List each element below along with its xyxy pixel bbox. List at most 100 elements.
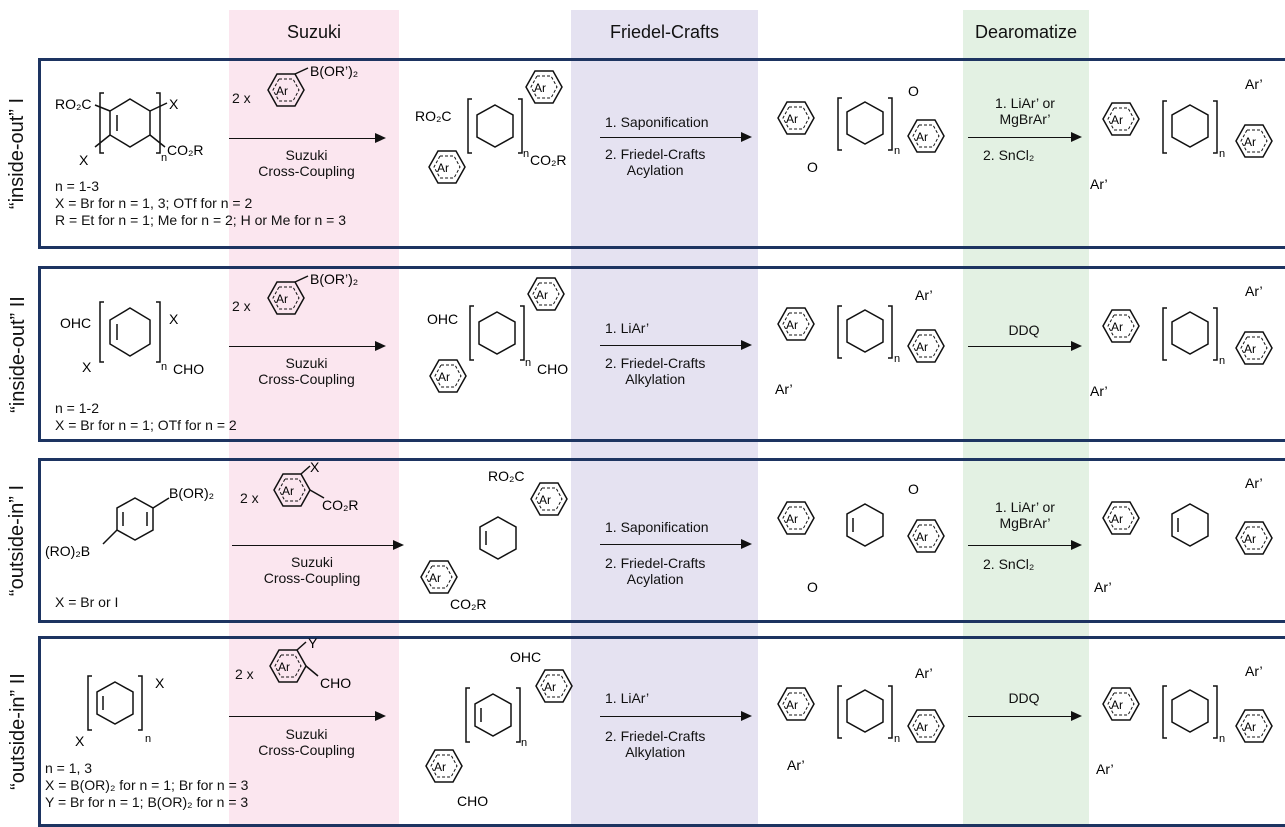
svg-text:(RO)₂B: (RO)₂B (45, 543, 90, 559)
row-box-outside-in-1 (38, 458, 1285, 623)
row2-fc-step-1: 1. LiAr’ (605, 320, 650, 336)
row1-suzuki-product-structure: RO₂C CO₂R n Ar Ar (415, 70, 567, 184)
svg-text:Ar: Ar (534, 81, 546, 95)
svg-text:Ar’: Ar’ (1094, 579, 1112, 595)
svg-text:X: X (310, 459, 320, 475)
row3-starting-diboronate-structure: B(OR)₂ (RO)₂B (45, 485, 214, 559)
svg-text:n: n (161, 361, 167, 373)
row3-fc-step-1: 1. Saponification (605, 519, 709, 535)
svg-text:Ar’: Ar’ (1245, 283, 1263, 299)
row3-haloaryl-ester-structure: Ar X CO₂R (273, 459, 359, 513)
svg-text:Ar: Ar (916, 720, 928, 734)
svg-text:Ar: Ar (544, 680, 556, 694)
svg-text:Ar’: Ar’ (915, 665, 933, 681)
svg-text:RO₂C: RO₂C (415, 108, 452, 124)
row1-fc-step-2: 2. Friedel-Crafts Acylation (605, 146, 706, 178)
row2-reagent-count: 2 x (232, 298, 251, 314)
svg-text:OHC: OHC (60, 315, 91, 331)
starting-material-diester-structure: RO₂C X X CO₂R n (55, 92, 204, 168)
row3-final-product-structure: Ar Ar Ar’ Ar’ (1094, 475, 1273, 595)
row3-dearomatize-step-1: 1. LiAr’ or MgBrAr’ (995, 499, 1055, 531)
row1-fc-arrow (600, 132, 752, 142)
svg-text:X: X (79, 152, 89, 168)
row3-reagent-count: 2 x (240, 490, 259, 506)
row1-dearomatize-step-2: 2. SnCl₂ (983, 147, 1035, 163)
svg-text:Ar’: Ar’ (1245, 475, 1263, 491)
svg-text:Y: Y (308, 635, 318, 651)
row2-starting-dialdehyde-structure: OHC X X CHO n (60, 301, 204, 377)
row3-diketone-structure: Ar Ar O O (777, 481, 945, 595)
row4-starting-material-structure: X X n (75, 675, 165, 749)
svg-text:CHO: CHO (320, 675, 351, 691)
svg-text:Ar: Ar (539, 493, 551, 507)
row3-dearomatize-arrow (968, 540, 1082, 550)
svg-text:O: O (908, 481, 919, 497)
svg-text:RO₂C: RO₂C (55, 96, 92, 112)
row-label-inside-out-2: “inside-out” II (6, 295, 29, 413)
row2-suzuki-step: Suzuki Cross-Coupling (258, 355, 355, 387)
svg-text:Ar: Ar (276, 84, 288, 98)
svg-text:O: O (908, 83, 919, 99)
svg-text:CHO: CHO (173, 361, 204, 377)
svg-text:Ar: Ar (916, 340, 928, 354)
svg-text:Ar: Ar (282, 484, 294, 498)
row1-diketone-structure: Ar n Ar O O (777, 83, 945, 175)
svg-text:n: n (894, 145, 900, 157)
row4-note-3: Y = Br for n = 1; B(OR)₂ for n = 3 (45, 794, 249, 810)
svg-text:B(OR’)₂: B(OR’)₂ (310, 271, 358, 287)
svg-text:Ar’: Ar’ (1090, 383, 1108, 399)
row-box-outside-in-2 (38, 636, 1285, 827)
dearomatize-column-header: Dearomatize (974, 22, 1078, 42)
svg-text:B(OR)₂: B(OR)₂ (169, 485, 214, 501)
row2-fc-step-2: 2. Friedel-Crafts Alkylation (605, 355, 706, 387)
row1-dearomatize-step-1: 1. LiAr’ or MgBrAr’ (995, 95, 1055, 127)
svg-text:n: n (1219, 355, 1225, 367)
suzuki-column-header: Suzuki (286, 22, 342, 42)
row2-suzuki-arrow (229, 341, 386, 351)
row4-dearomatize-step: DDQ (1008, 690, 1040, 706)
dearomatize-column-band (963, 10, 1089, 827)
svg-text:Ar: Ar (536, 288, 548, 302)
svg-text:n: n (894, 733, 900, 745)
row2-final-product-structure: Ar n Ar Ar’ Ar’ (1090, 283, 1273, 399)
svg-text:Ar: Ar (1244, 720, 1256, 734)
svg-text:Ar: Ar (1111, 320, 1123, 334)
row2-suzuki-product-structure: OHC CHO n Ar Ar (427, 277, 568, 393)
svg-text:OHC: OHC (510, 649, 541, 665)
row3-dearomatize-step-2: 2. SnCl₂ (983, 556, 1035, 572)
svg-text:Ar’: Ar’ (1090, 176, 1108, 192)
svg-text:n: n (1219, 148, 1225, 160)
svg-text:CHO: CHO (537, 361, 568, 377)
svg-text:n: n (161, 152, 167, 164)
svg-text:Ar’: Ar’ (1245, 663, 1263, 679)
svg-text:Ar: Ar (429, 571, 441, 585)
row4-fc-step-2: 2. Friedel-Crafts Alkylation (605, 728, 706, 760)
row3-note-1: X = Br or I (55, 594, 119, 610)
svg-text:Ar: Ar (916, 530, 928, 544)
svg-text:X: X (169, 311, 179, 327)
svg-text:n: n (145, 733, 151, 745)
svg-text:Ar: Ar (278, 660, 290, 674)
svg-text:CO₂R: CO₂R (450, 596, 487, 612)
svg-text:CO₂R: CO₂R (167, 142, 204, 158)
row4-final-product-structure: Ar n Ar Ar’ Ar’ (1096, 663, 1273, 777)
row1-suzuki-step: Suzuki Cross-Coupling (258, 147, 355, 179)
svg-text:Ar’: Ar’ (915, 287, 933, 303)
svg-text:Ar: Ar (1111, 512, 1123, 526)
row2-aryl-boronate-structure: Ar B(OR’)₂ (267, 271, 358, 315)
row4-reagent-count: 2 x (235, 666, 254, 682)
svg-text:Ar: Ar (438, 370, 450, 384)
row4-suzuki-product-structure: n Ar OHC Ar CHO (425, 649, 573, 809)
row1-aryl-boronate-structure: Ar B(OR’)₂ (267, 63, 358, 107)
svg-text:Ar’: Ar’ (1096, 761, 1114, 777)
friedel-crafts-column-header: Friedel-Crafts (609, 22, 720, 42)
svg-text:n: n (1219, 733, 1225, 745)
svg-text:O: O (807, 579, 818, 595)
row4-suzuki-arrow (229, 711, 386, 721)
svg-text:Ar: Ar (1244, 532, 1256, 546)
svg-text:Ar: Ar (1111, 113, 1123, 127)
row2-fc-arrow (600, 340, 752, 350)
svg-text:X: X (169, 96, 179, 112)
svg-text:Ar: Ar (786, 318, 798, 332)
svg-text:X: X (82, 359, 92, 375)
